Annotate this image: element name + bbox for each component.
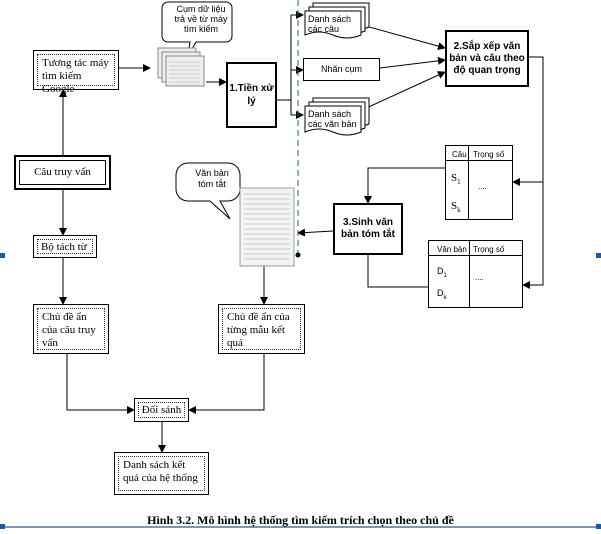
anchor-dot [295, 252, 301, 258]
preprocess-label: 1.Tiền xử lý [229, 83, 274, 107]
handle-right-mid [596, 253, 601, 258]
line-doc-table-to-gen [367, 255, 428, 288]
summary-text-page [239, 187, 295, 267]
query-topic-label: Chủ đề ẩn của câu truy vấn [37, 308, 105, 350]
document-table-col1: Văn bản [437, 245, 467, 254]
result-list-box: Danh sách kết quả của hệ thống [114, 452, 209, 495]
preprocess-box: 1.Tiền xử lý [226, 62, 277, 128]
result-topic-label: Chủ đề ẩn của từng mẫu kết quả [222, 308, 301, 350]
ranking-label: 2.Sắp xếp văn bản và câu theo độ quan tr… [449, 40, 525, 76]
data-cluster-label: Cụm dữ liệu trả về từ máy tìm kiếm [174, 4, 228, 34]
arrow-documents-to-ranking [361, 71, 446, 111]
document-table-row-2: Dk [437, 288, 447, 301]
cluster-label-text: Nhãn cụm [320, 64, 363, 74]
result-list-label: Danh sách kết quả của hệ thống [118, 456, 205, 491]
document-table-divider [469, 241, 470, 307]
search-interaction-label: Tương tác máy tìm kiếm Google [37, 54, 115, 95]
query-label: Câu truy vấn [19, 160, 106, 185]
figure-caption: Hình 3.2. Mô hình hệ thống tìm kiếm tríc… [147, 513, 454, 527]
data-cluster-papers [157, 47, 205, 87]
sentence-table-row-1: S1 [451, 172, 461, 187]
sentence-table-col2: Trọng số [473, 150, 505, 159]
line-sentence-table-to-gen [364, 167, 445, 204]
document-table-header: Văn bản Trọng số [429, 241, 522, 256]
line-ranking-to-sentence-table [512, 160, 544, 186]
document-table: Văn bản Trọng số D1 Dk .... [428, 240, 523, 308]
sentence-table-dots: .... [478, 182, 487, 191]
summary-text-bubble [175, 162, 241, 220]
document-list-doc-shape [304, 97, 370, 136]
tokenizer-label: Bộ tách từ [37, 239, 93, 254]
ranking-box: 2.Sắp xếp văn bản và câu theo độ quan tr… [445, 30, 529, 87]
line-result-topic-to-matching [188, 354, 265, 414]
sentence-table-divider [468, 146, 469, 219]
line-query-topic-to-matching [66, 354, 135, 414]
arrow-sentences-to-ranking [361, 24, 446, 50]
document-table-row-1: D1 [437, 266, 447, 279]
tokenizer-box: Bộ tách từ [33, 235, 97, 258]
summary-gen-label: 3.Sinh văn bản tóm tắt [341, 217, 395, 240]
document-list-label: Danh sách các văn bản [308, 109, 357, 129]
summary-text-label: Văn bản tóm tắt [195, 168, 229, 189]
arrow-label-to-ranking [379, 56, 446, 69]
query-box: Câu truy vấn [14, 155, 111, 190]
sentence-table: Câu Trọng số S1 Sk .... [445, 145, 513, 220]
query-topic-box: Chủ đề ẩn của câu truy vấn [33, 304, 109, 354]
sentence-list-doc-shape [304, 2, 370, 39]
handle-left-mid [0, 253, 5, 258]
sentence-table-header: Câu Trọng số [446, 146, 512, 161]
arrow-gen-to-summary [297, 228, 334, 237]
matching-box: Đối sánh [134, 398, 189, 422]
summary-gen-box: 3.Sinh văn bản tóm tắt [333, 203, 403, 255]
document-table-dots: .... [475, 273, 484, 282]
sentence-table-row-2: Sk [451, 200, 461, 215]
cluster-label-box: Nhãn cụm [303, 58, 380, 81]
search-interaction-box: Tương tác máy tìm kiếm Google [33, 50, 119, 95]
sentence-list-label: Danh sách các câu [308, 14, 352, 34]
matching-label: Đối sánh [138, 402, 185, 418]
result-topic-box: Chủ đề ẩn của từng mẫu kết quả [218, 304, 305, 354]
handle-bottom-right [596, 524, 601, 529]
handle-bottom-left [0, 524, 5, 529]
line-ranking-right [522, 56, 544, 289]
document-table-col2: Trọng số [473, 245, 505, 254]
sentence-table-col1: Câu [452, 150, 467, 159]
